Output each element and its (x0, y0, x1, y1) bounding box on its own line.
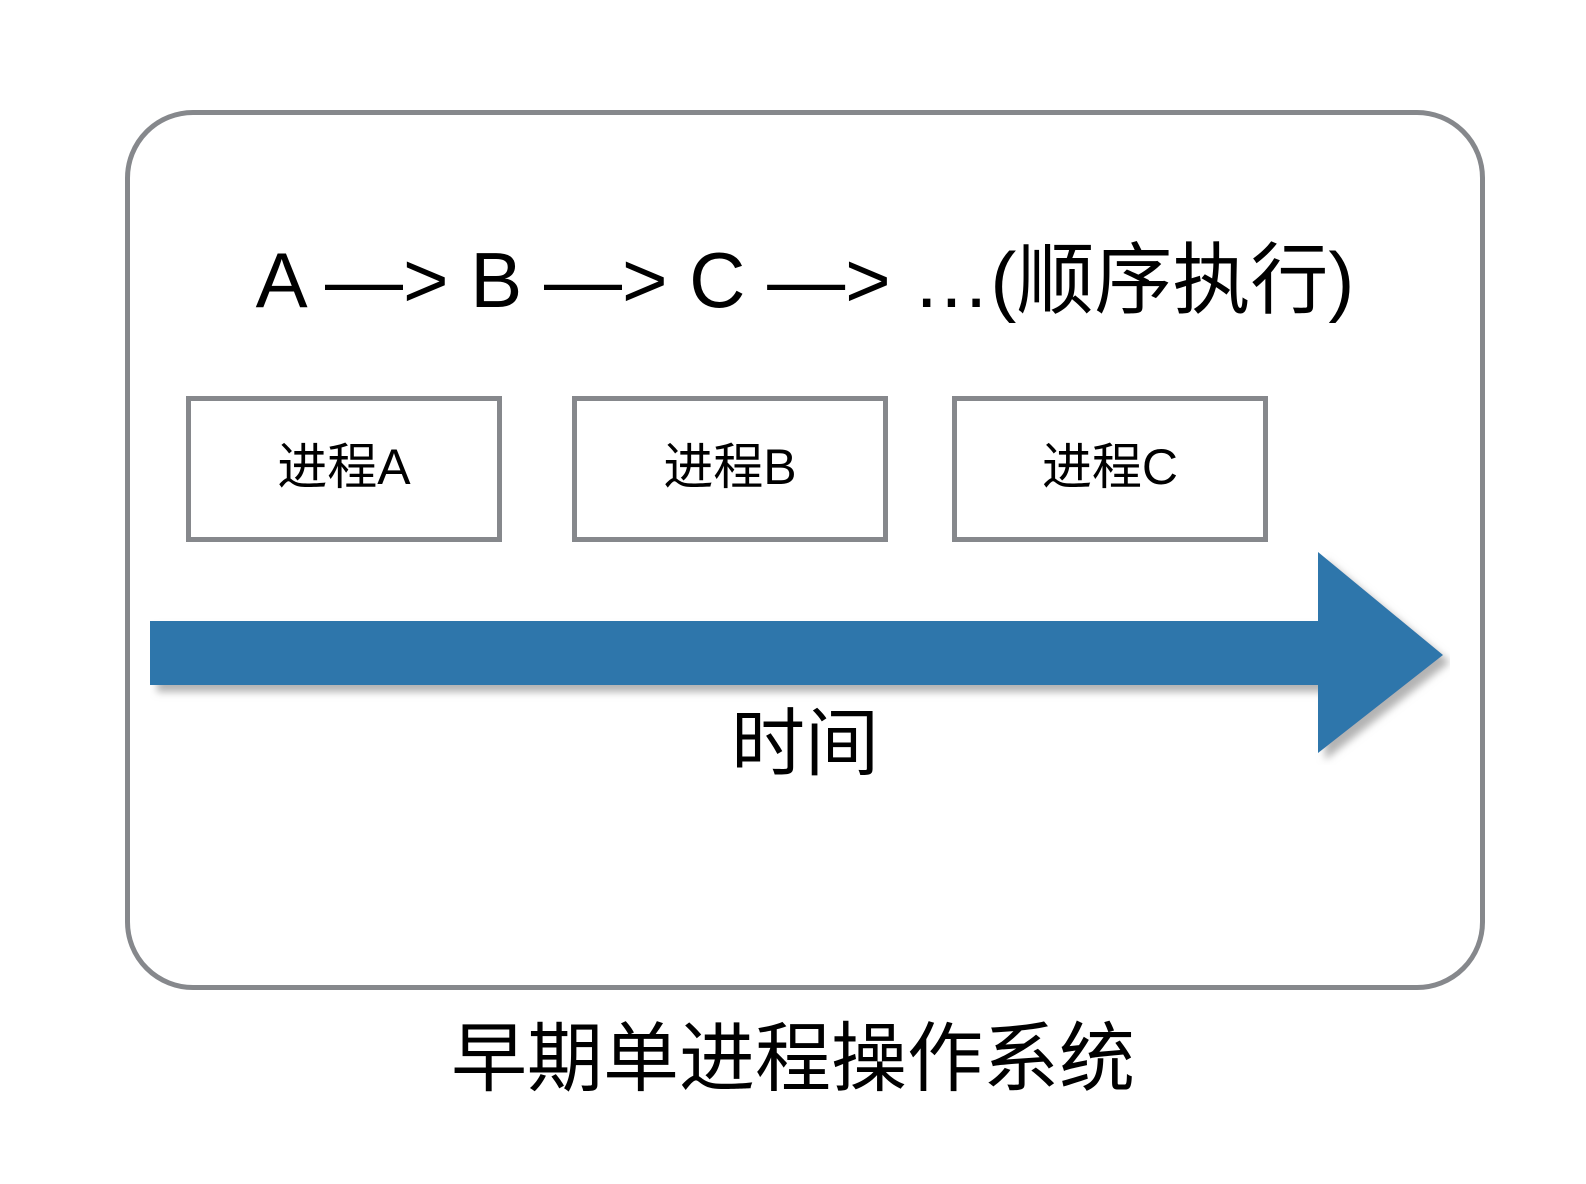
process-label-b: 进程B (663, 439, 797, 495)
process-label-a: 进程A (277, 439, 411, 495)
system-boundary-card (125, 110, 1485, 990)
process-box-row: 进程A 进程B 进程C (186, 396, 1276, 542)
process-box-a[interactable]: 进程A (186, 396, 502, 542)
diagram-caption: 早期单进程操作系统 (451, 1017, 1135, 1102)
process-box-c[interactable]: 进程C (952, 396, 1268, 542)
time-arrow-shape (150, 552, 1443, 753)
sequence-execution-title: A —> B —> C —> …(顺序执行) (255, 236, 1355, 324)
process-label-c: 进程C (1041, 439, 1179, 495)
time-axis-label: 时间 (731, 702, 879, 785)
process-box-b[interactable]: 进程B (572, 396, 888, 542)
time-axis-arrow (150, 545, 1450, 765)
time-arrow-icon (150, 552, 1443, 753)
